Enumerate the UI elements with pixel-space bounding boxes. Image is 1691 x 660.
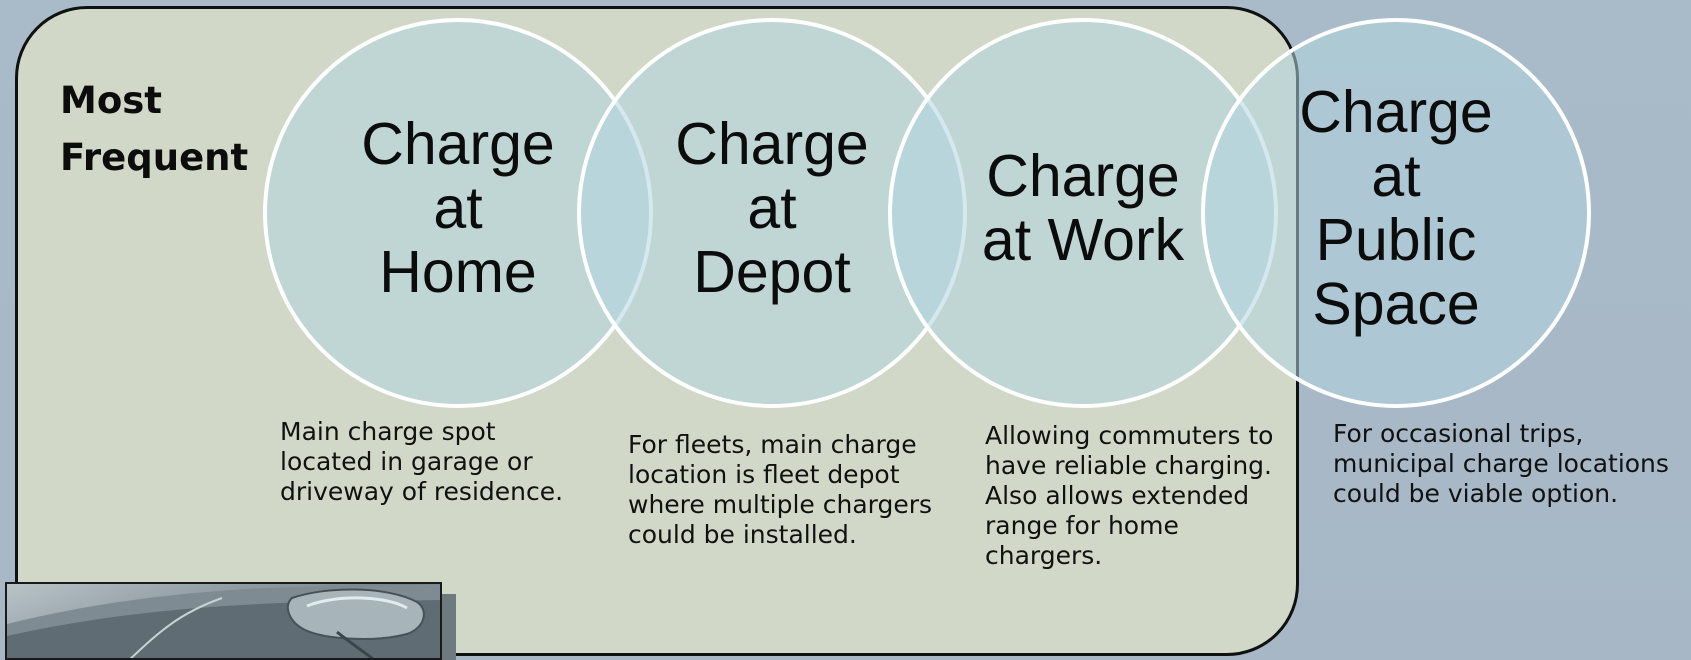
desc-charge-at-public-space: For occasional trips, municipal charge l… <box>1333 419 1669 508</box>
label-charge-at-home: Charge at Home <box>361 111 555 305</box>
car-side-mirror-photo <box>5 582 442 660</box>
desc-charge-at-home: Main charge spot located in garage or dr… <box>280 417 564 506</box>
car-mirror-illustration <box>7 584 440 658</box>
most-frequent-label: Most Frequent <box>60 79 249 179</box>
label-charge-at-work: Charge at Work <box>981 143 1185 273</box>
circle-charge-at-public-space <box>1201 18 1591 408</box>
desc-charge-at-depot: For fleets, main charge location is flee… <box>628 430 933 549</box>
photo-shadow <box>440 594 456 660</box>
desc-charge-at-work: Allowing commuters to have reliable char… <box>985 421 1274 570</box>
label-charge-at-public-space: Charge at Public Space <box>1299 79 1493 337</box>
label-charge-at-depot: Charge at Depot <box>675 111 869 305</box>
